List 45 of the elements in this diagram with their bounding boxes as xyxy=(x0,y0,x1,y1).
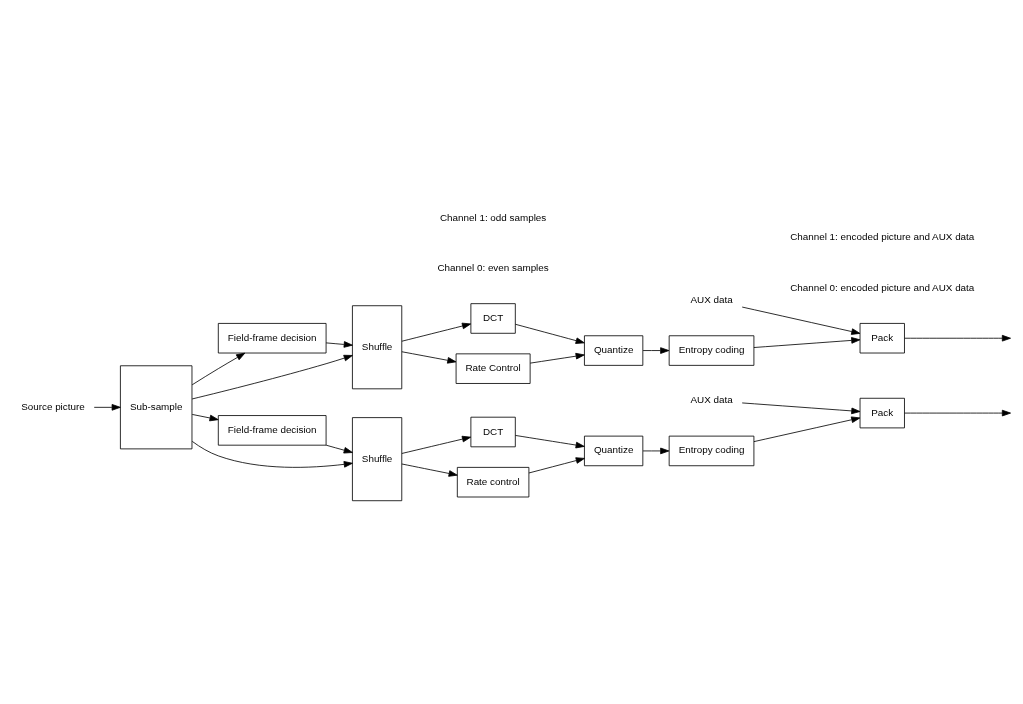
node-box: Pack xyxy=(859,323,905,354)
node-box: DCT xyxy=(470,416,516,448)
node-box: Quantize xyxy=(584,435,644,467)
node-box: Quantize xyxy=(584,335,644,366)
arrow xyxy=(515,435,585,449)
node-text: AUX data xyxy=(690,293,733,305)
node-box: Sub-sample xyxy=(120,365,193,450)
arrow xyxy=(191,354,353,400)
arrow xyxy=(325,444,353,454)
arrow xyxy=(642,347,670,354)
label: Channel 0: even samples xyxy=(437,261,549,273)
arrow xyxy=(904,334,1011,342)
node-box: Field-frame decision xyxy=(217,415,327,446)
node-box: Rate control xyxy=(456,466,530,498)
arrow xyxy=(904,409,1011,417)
label: Channel 1: odd samples xyxy=(439,211,547,223)
node-box: Entropy coding xyxy=(668,435,755,467)
node-box: Pack xyxy=(859,397,905,429)
arrow xyxy=(741,306,861,335)
arrow xyxy=(401,351,457,364)
node-box: Entropy coding xyxy=(668,335,755,366)
node-box: DCT xyxy=(470,303,516,334)
node-box: Field-frame decision xyxy=(217,323,327,354)
arrow xyxy=(753,337,861,348)
arrow xyxy=(191,414,219,422)
arrow xyxy=(401,435,472,454)
label: Channel 1: encoded picture and AUX data xyxy=(790,231,975,243)
arrow xyxy=(515,323,585,344)
arrow xyxy=(642,447,670,455)
node-text: Source picture xyxy=(21,400,85,412)
arrow xyxy=(753,416,861,443)
arrow xyxy=(93,404,121,411)
label: Channel 0: encoded picture and AUX data xyxy=(790,281,975,293)
node-box: Shuffle xyxy=(352,417,403,502)
arrow xyxy=(401,322,472,342)
node-box: Shuffle xyxy=(352,305,403,390)
node-box: Rate Control xyxy=(455,353,531,384)
arrow xyxy=(191,440,353,468)
node-text: AUX data xyxy=(690,394,733,406)
arrow xyxy=(741,402,861,415)
arrow xyxy=(325,341,353,348)
arrow xyxy=(191,352,246,386)
arrow xyxy=(529,352,585,364)
arrow xyxy=(401,463,458,477)
arrow xyxy=(528,457,585,474)
